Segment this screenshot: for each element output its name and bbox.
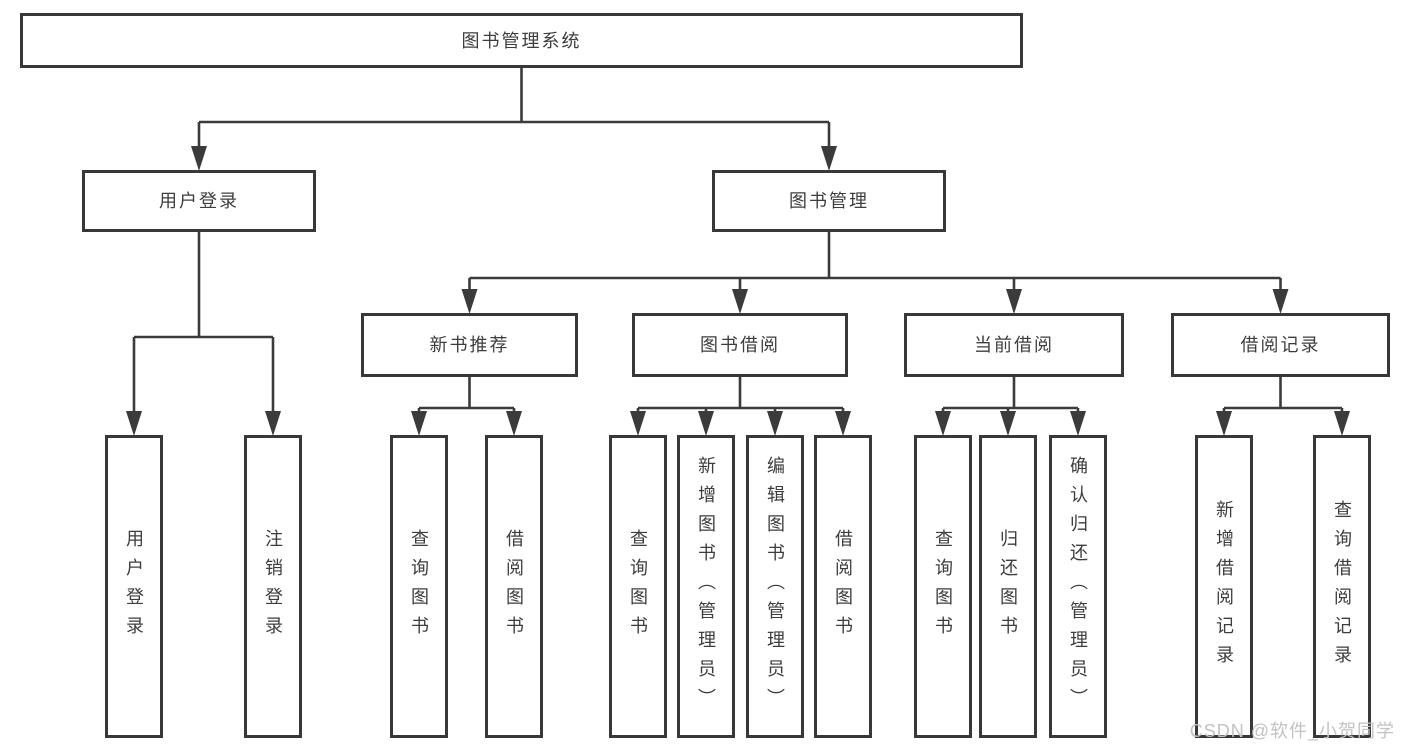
node-leaf-add-borrow-record: 新增借阅记录 (1195, 435, 1253, 738)
arrowhead-down-icon (698, 411, 714, 436)
arrowhead-down-icon (1000, 411, 1016, 436)
arrowhead-down-icon (835, 411, 851, 436)
arrowhead-down-icon (1272, 289, 1289, 314)
arrowhead-down-icon (411, 411, 427, 436)
node-leaf-borrow-book-2: 借阅图书 (814, 435, 872, 738)
node-current-borrow: 当前借阅 (904, 313, 1124, 377)
arrowhead-down-icon (732, 289, 748, 314)
node-leaf-logout: 注销登录 (244, 435, 302, 738)
node-label-borrow-record: 借阅记录 (1240, 335, 1321, 355)
node-label-leaf-query-book-2: 查询图书 (628, 528, 648, 645)
arrowhead-down-icon (265, 411, 281, 436)
node-leaf-query-book-3: 查询图书 (914, 435, 972, 738)
node-book-borrow: 图书借阅 (632, 313, 848, 377)
node-leaf-edit-book: 编辑图书（管理员） (746, 435, 804, 738)
arrowhead-down-icon (630, 411, 646, 436)
arrowhead-down-icon (935, 411, 951, 436)
arrowhead-down-icon (461, 289, 478, 314)
arrowhead-down-icon (1070, 411, 1086, 436)
node-label-leaf-add-book: 新增图书（管理员） (696, 456, 716, 717)
node-label-leaf-logout: 注销登录 (263, 528, 283, 645)
arrowhead-down-icon (1334, 411, 1350, 436)
arrowhead-down-icon (191, 146, 207, 171)
node-label-leaf-edit-book: 编辑图书（管理员） (765, 456, 785, 717)
node-label-root: 图书管理系统 (461, 30, 582, 51)
arrowhead-down-icon (821, 146, 837, 171)
arrowhead-down-icon (1006, 289, 1022, 314)
node-leaf-borrow-book-1: 借阅图书 (485, 435, 543, 738)
node-label-leaf-add-borrow-record: 新增借阅记录 (1214, 499, 1234, 674)
node-label-leaf-return-book: 归还图书 (998, 528, 1018, 645)
node-label-user-login: 用户登录 (159, 191, 239, 211)
node-label-leaf-borrow-book-2: 借阅图书 (833, 528, 853, 645)
node-label-leaf-confirm-return: 确认归还（管理员） (1068, 456, 1088, 717)
node-leaf-query-borrow-record: 查询借阅记录 (1313, 435, 1371, 738)
node-leaf-query-book-1: 查询图书 (390, 435, 448, 738)
node-borrow-record: 借阅记录 (1171, 313, 1390, 377)
node-label-book-mgmt: 图书管理 (789, 191, 869, 211)
node-user-login: 用户登录 (82, 170, 316, 232)
node-label-leaf-query-book-3: 查询图书 (933, 528, 953, 645)
node-root: 图书管理系统 (20, 13, 1023, 68)
arrowhead-down-icon (767, 411, 783, 436)
node-leaf-user-login: 用户登录 (105, 435, 163, 738)
node-book-mgmt: 图书管理 (712, 170, 946, 232)
node-leaf-confirm-return: 确认归还（管理员） (1049, 435, 1107, 738)
node-leaf-add-book: 新增图书（管理员） (677, 435, 735, 738)
node-new-book-rec: 新书推荐 (361, 313, 578, 377)
node-leaf-query-book-2: 查询图书 (609, 435, 667, 738)
arrowhead-down-icon (506, 411, 522, 436)
node-label-current-borrow: 当前借阅 (974, 335, 1054, 355)
node-label-leaf-user-login: 用户登录 (124, 528, 144, 645)
node-label-leaf-borrow-book-1: 借阅图书 (504, 528, 524, 645)
arrowhead-down-icon (126, 411, 142, 436)
node-label-new-book-rec: 新书推荐 (429, 335, 510, 355)
node-label-book-borrow: 图书借阅 (700, 335, 780, 355)
node-label-leaf-query-book-1: 查询图书 (409, 528, 429, 645)
arrowhead-down-icon (1216, 411, 1232, 436)
node-label-leaf-query-borrow-record: 查询借阅记录 (1332, 499, 1352, 674)
node-leaf-return-book: 归还图书 (979, 435, 1037, 738)
